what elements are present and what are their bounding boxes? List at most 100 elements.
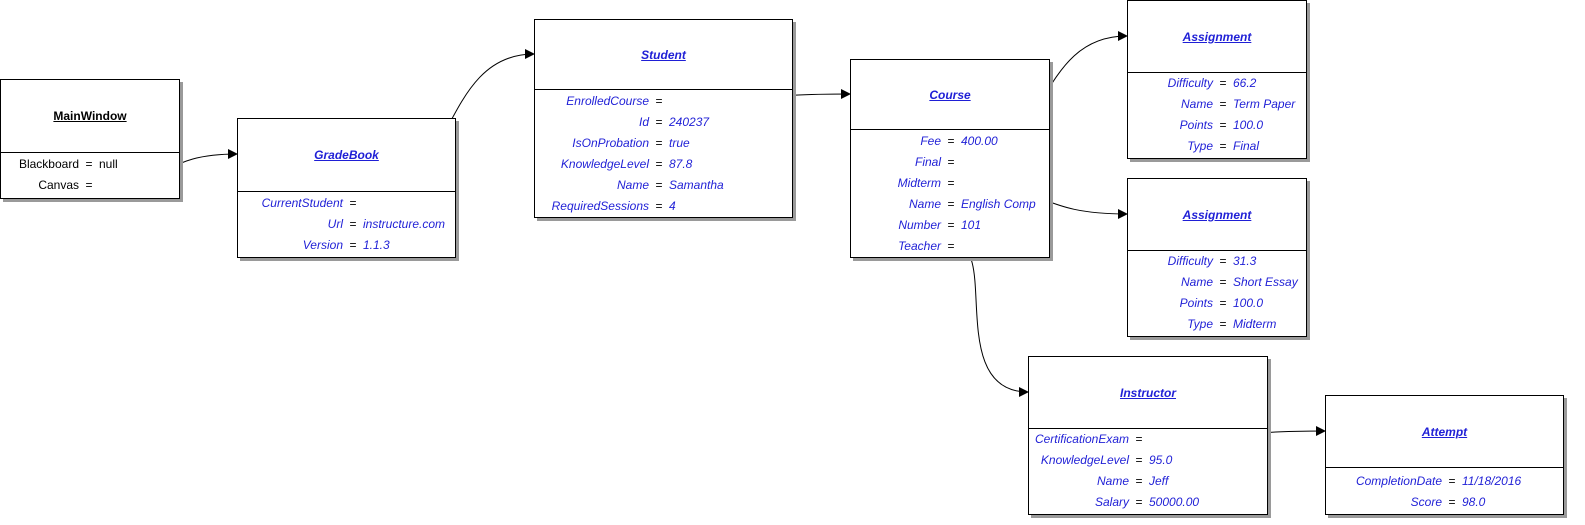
property-name: Name xyxy=(616,178,649,192)
property-value: 101 xyxy=(961,218,982,232)
property-row: Number=101 xyxy=(851,215,1049,236)
property-row: Difficulty=31.3 xyxy=(1128,251,1306,272)
property-name: Final xyxy=(914,155,941,169)
property-value: 240237 xyxy=(669,115,710,129)
property-name: Type xyxy=(1187,139,1213,153)
property-value: Jeff xyxy=(1149,474,1169,488)
equals-sign: = xyxy=(947,176,955,190)
property-value: 31.3 xyxy=(1233,254,1257,268)
property-name: RequiredSessions xyxy=(551,199,649,213)
equals-sign: = xyxy=(1448,474,1456,488)
property-name: Difficulty xyxy=(1167,76,1213,90)
equals-sign: = xyxy=(947,197,955,211)
equals-sign: = xyxy=(655,115,663,129)
equals-sign: = xyxy=(1219,296,1227,310)
property-value: 66.2 xyxy=(1233,76,1257,90)
property-value: 1.1.3 xyxy=(363,238,390,252)
object-title[interactable]: GradeBook xyxy=(238,119,455,192)
object-title[interactable]: Assignment xyxy=(1128,179,1306,251)
object-title[interactable]: Instructor xyxy=(1029,357,1267,429)
property-row: Canvas= xyxy=(1,175,179,196)
property-name: Name xyxy=(908,197,941,211)
equals-sign: = xyxy=(655,157,663,171)
link-course-to-instructor xyxy=(956,246,1029,397)
property-row: KnowledgeLevel = 87.8 xyxy=(535,154,792,175)
equals-sign: = xyxy=(1135,495,1143,509)
object-title[interactable]: Student xyxy=(535,20,792,90)
equals-sign: = xyxy=(947,155,955,169)
property-row: Type=Midterm xyxy=(1128,314,1306,335)
property-value: true xyxy=(669,136,690,150)
property-value: Final xyxy=(1233,139,1260,153)
property-name: Name xyxy=(1180,275,1213,289)
property-name: Fee xyxy=(920,134,941,148)
property-row: Type=Final xyxy=(1128,136,1306,157)
property-name: Teacher xyxy=(898,239,941,253)
property-row: Teacher= xyxy=(851,236,1049,257)
equals-sign: = xyxy=(1219,118,1227,132)
equals-sign: = xyxy=(1219,97,1227,111)
property-name: CurrentStudent xyxy=(261,196,343,210)
property-value: instructure.com xyxy=(363,217,446,231)
property-value: Samantha xyxy=(669,178,724,192)
property-name: EnrolledCourse xyxy=(566,94,649,108)
property-name: IsOnProbation xyxy=(572,136,649,150)
equals-sign: = xyxy=(1219,317,1227,331)
object-title[interactable]: MainWindow xyxy=(1,80,179,153)
property-row: Blackboard=null xyxy=(1,154,179,175)
equals-sign: = xyxy=(1219,76,1227,90)
object-title[interactable]: Course xyxy=(851,60,1049,130)
property-row: Salary=50000.00 xyxy=(1029,492,1267,513)
property-row: Version=1.1.3 xyxy=(238,235,455,256)
property-row: CurrentStudent= xyxy=(238,193,455,214)
object-title[interactable]: Attempt xyxy=(1326,396,1563,468)
property-name: Points xyxy=(1179,296,1213,310)
equals-sign: = xyxy=(1219,275,1227,289)
property-name: Midterm xyxy=(897,176,941,190)
property-row: Name=Term Paper xyxy=(1128,94,1306,115)
equals-sign: = xyxy=(655,94,663,108)
equals-sign: = xyxy=(1135,474,1143,488)
property-row: Final = xyxy=(851,152,1049,173)
property-name: CompletionDate xyxy=(1355,474,1442,488)
property-row: Fee=400.00 xyxy=(851,131,1049,152)
property-name: Difficulty xyxy=(1167,254,1213,268)
equals-sign: = xyxy=(349,217,357,231)
property-row: KnowledgeLevel=95.0 xyxy=(1029,450,1267,471)
property-value: 87.8 xyxy=(669,157,693,171)
property-value: 100.0 xyxy=(1233,296,1264,310)
property-row: EnrolledCourse = xyxy=(535,91,792,112)
property-row: Difficulty = 66.2 xyxy=(1128,73,1306,94)
property-name: KnowledgeLevel xyxy=(560,157,649,171)
equals-sign: = xyxy=(85,178,93,192)
property-row: Score=98.0 xyxy=(1326,492,1563,513)
property-row: Midterm = xyxy=(851,173,1049,194)
property-name: Name xyxy=(1180,97,1213,111)
equals-sign: = xyxy=(947,218,955,232)
property-row: Name = Samantha xyxy=(535,175,792,196)
object-title[interactable]: Assignment xyxy=(1128,1,1306,73)
equals-sign: = xyxy=(1135,453,1143,467)
property-name: Version xyxy=(302,238,343,252)
property-value: 98.0 xyxy=(1462,495,1486,509)
property-name: Name xyxy=(1096,474,1129,488)
property-value: English Comp xyxy=(961,197,1036,211)
property-row: IsOnProbation=true xyxy=(535,133,792,154)
property-name: Salary xyxy=(1094,495,1129,509)
equals-sign: = xyxy=(655,178,663,192)
property-name: Points xyxy=(1179,118,1213,132)
property-value: 95.0 xyxy=(1149,453,1173,467)
property-name: Url xyxy=(327,217,343,231)
property-name: Id xyxy=(638,115,649,129)
equals-sign: = xyxy=(947,134,955,148)
property-row: Points=100.0 xyxy=(1128,115,1306,136)
property-name: Score xyxy=(1410,495,1442,509)
